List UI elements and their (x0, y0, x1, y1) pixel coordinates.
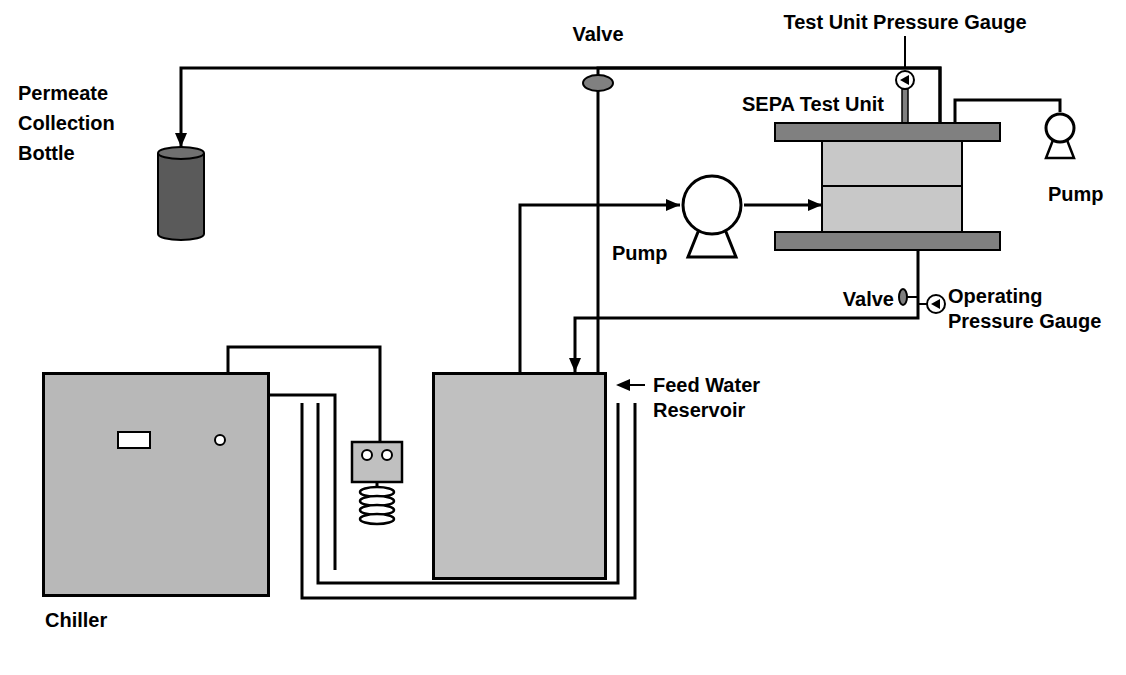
component-label: Permeate Collection Bottle (18, 78, 143, 168)
pump-head (1046, 114, 1074, 142)
component-label: Feed Water Reservoir (653, 373, 778, 423)
gauge-stem (902, 89, 908, 123)
bottle-top (158, 147, 204, 159)
valve-symbol (583, 75, 613, 91)
pipe-connector (575, 232, 918, 372)
pump-symbol: Pump (680, 175, 744, 259)
gauge-label: Test Unit Pressure Gauge (755, 10, 1055, 35)
chiller-line (270, 395, 335, 570)
heater-coil (360, 514, 394, 524)
gauge-needle (900, 75, 909, 85)
bottle-body (158, 153, 204, 240)
pipe-connector (520, 205, 680, 372)
component-label: Chiller (45, 608, 145, 633)
chiller-display (118, 432, 150, 448)
valve-label: Valve (822, 287, 894, 312)
gauge-label: Operating Pressure Gauge (948, 284, 1116, 334)
test-unit: SEPA Test Unit (822, 141, 962, 232)
top-plate (775, 123, 1000, 141)
pump-head (683, 176, 741, 234)
heater-box (352, 442, 402, 482)
pump-symbol-shape (1040, 112, 1080, 162)
pump-symbol-shape (680, 175, 744, 259)
chiller-unit-shape (45, 375, 273, 600)
pressure-gauge-symbol (927, 295, 945, 313)
membrane-line (822, 185, 962, 187)
pipe-connector (744, 204, 822, 207)
heater-knob (362, 450, 372, 460)
test-unit-shape (822, 141, 962, 232)
gauge-needle (931, 299, 940, 309)
leader-line (904, 36, 906, 69)
pressure-gauge-symbol (896, 71, 914, 89)
cell-body (822, 141, 962, 232)
leader-line (628, 384, 645, 386)
valve-label: Valve (548, 22, 648, 47)
component-label: Pump (612, 241, 674, 266)
heater-knob (382, 450, 392, 460)
collection-bottle-shape (157, 147, 205, 240)
valve-symbol (899, 289, 907, 305)
feed-reservoir: Feed Water Reservoir (432, 372, 607, 580)
chiller-knob (215, 435, 225, 445)
gauge-stub (918, 303, 927, 305)
chiller-unit: Chiller (42, 372, 270, 597)
collection-bottle: Permeate Collection Bottle (157, 147, 205, 240)
component-label: Pump (1048, 182, 1118, 207)
pump-symbol: Pump (1040, 112, 1080, 162)
component-label: SEPA Test Unit (742, 92, 912, 117)
bottom-plate (775, 232, 1000, 250)
leader-arrowhead (616, 379, 630, 391)
